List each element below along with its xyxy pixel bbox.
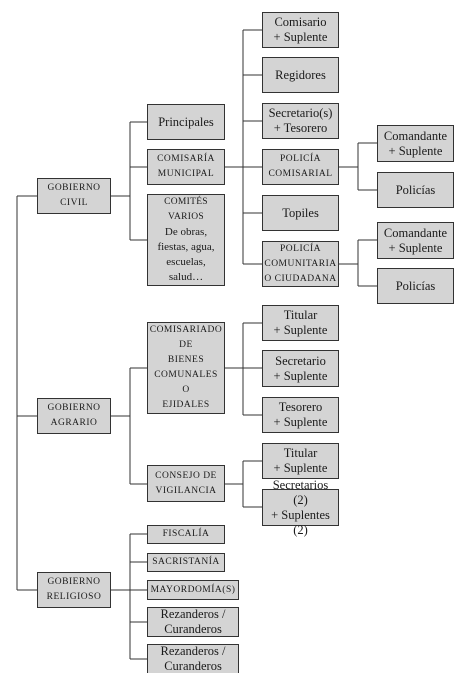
comandante-suplente-box-1: Comandante + Suplente: [377, 125, 454, 162]
tesorero-suplente-box: Tesorero + Suplente: [262, 397, 339, 433]
regidores-box: Regidores: [262, 57, 339, 93]
topiles-box: Topiles: [262, 195, 339, 231]
consejo-vigilancia-box: CONSEJO DE VIGILANCIA: [147, 465, 225, 502]
titular-suplente-box-2: Titular + Suplente: [262, 443, 339, 479]
secretario-suplente-box: Secretario + Suplente: [262, 350, 339, 387]
secretario-tesorero-box: Secretario(s) + Tesorero: [262, 103, 339, 139]
comisaria-municipal-box: COMISARÍA MUNICIPAL: [147, 149, 225, 185]
gobierno-agrario-box: GOBIERNO AGRARIO: [37, 398, 111, 434]
comisario-suplente-box: Comisario + Suplente: [262, 12, 339, 48]
secretarios-suplentes-box: Secretarios (2) + Suplentes (2): [262, 478, 339, 537]
comites-varios-box: COMITÉS VARIOS De obras, fiestas, agua, …: [147, 194, 225, 286]
principales-box: Principales: [147, 104, 225, 140]
fiscalia-box: FISCALÍA: [147, 525, 225, 544]
rezanderos-curanderos-box-1: Rezanderos / Curanderos: [147, 607, 239, 637]
comites-varios-detail: De obras, fiestas, agua, escuelas, salud…: [157, 226, 215, 283]
sacristania-box: SACRISTANÍA: [147, 553, 225, 572]
policia-comunitaria-box: POLICÍA COMUNITARIA O CIUDADANA: [262, 241, 339, 287]
gobierno-civil-box: GOBIERNO CIVIL: [37, 178, 111, 214]
titular-suplente-box-1: Titular + Suplente: [262, 305, 339, 341]
policia-comisarial-box: POLICÍA COMISARIAL: [262, 149, 339, 185]
policias-box-1: Policías: [377, 172, 454, 208]
rezanderos-curanderos-box-2: Rezanderos / Curanderos: [147, 644, 239, 673]
policias-box-2: Policías: [377, 268, 454, 304]
comandante-suplente-box-2: Comandante + Suplente: [377, 222, 454, 259]
comites-varios-title: COMITÉS VARIOS: [164, 197, 208, 222]
mayordomias-box: MAYORDOMÍA(S): [147, 580, 239, 600]
comisariado-bienes-comunales-box: COMISARIADO DE BIENES COMUNALES O EJIDAL…: [147, 322, 225, 414]
gobierno-religioso-box: GOBIERNO RELIGIOSO: [37, 572, 111, 608]
